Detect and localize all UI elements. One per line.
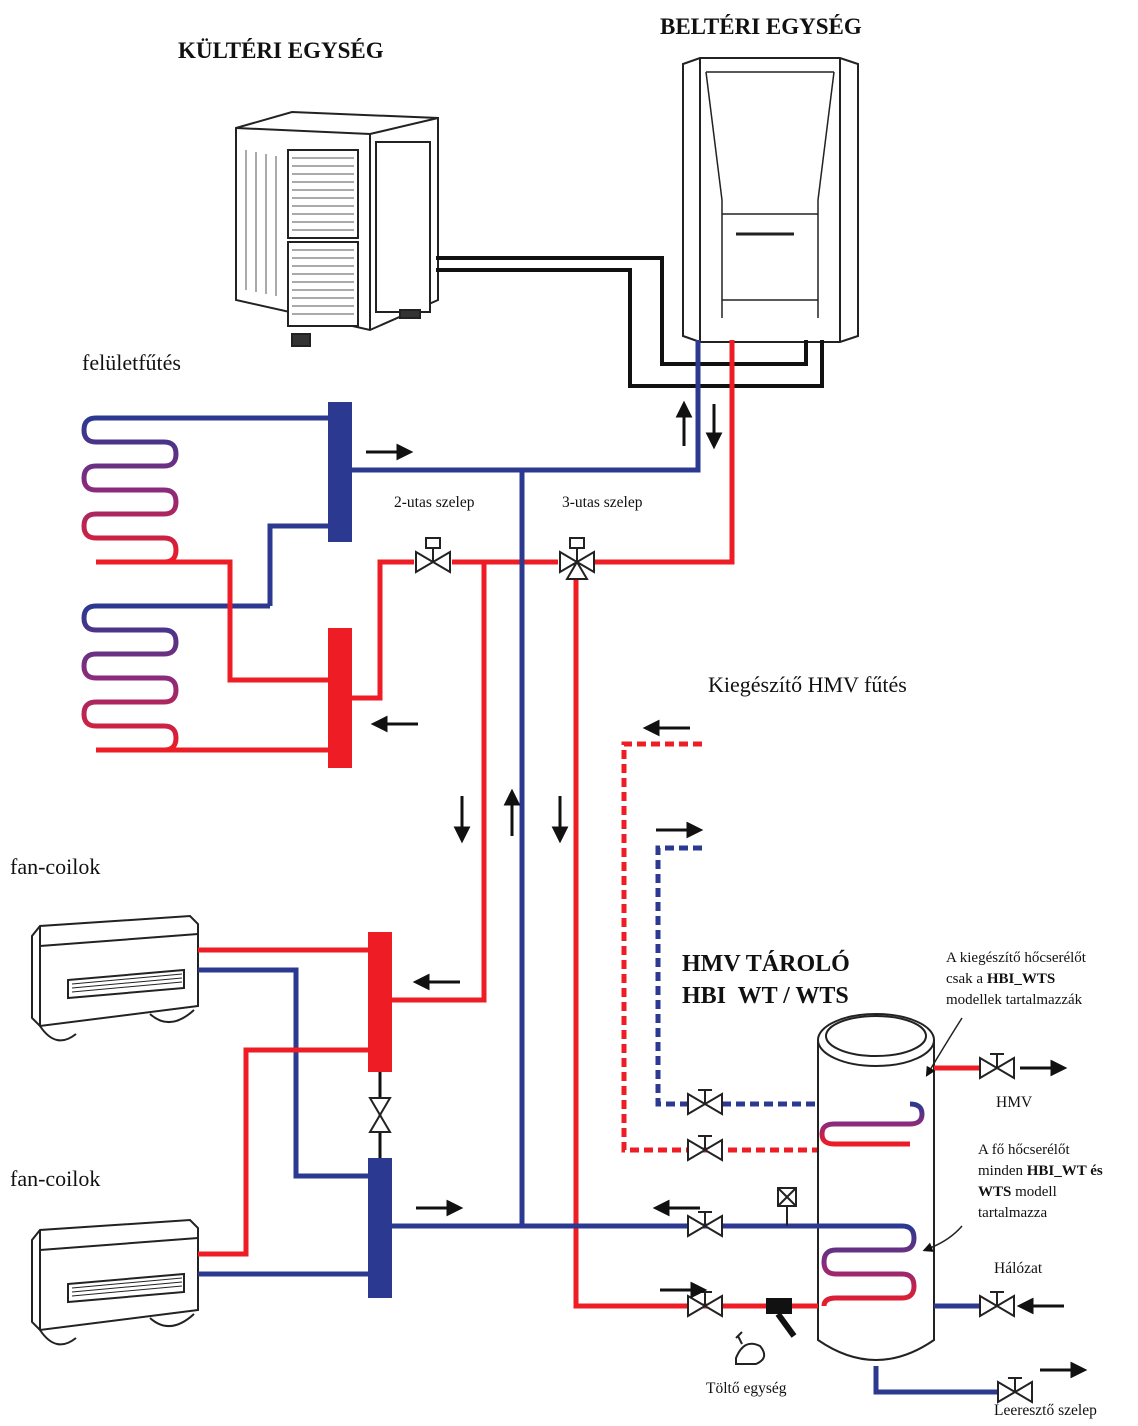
outdoor-unit-title: KÜLTÉRI EGYSÉG [178,38,384,63]
mains-label: Hálózat [994,1260,1043,1277]
dhw-tank-title-line-2: HBI WT / WTS [682,983,849,1009]
three-way-valve[interactable] [559,537,595,580]
outdoor-unit-drawing [235,110,439,347]
aux-return-valve[interactable] [687,1089,723,1116]
main-note-line-3: WTS modell [978,1182,1136,1203]
aux-exchanger-note: A kiegészítő hőcserélőt csak a HBI_WTS m… [946,948,1132,1011]
two-way-valve[interactable] [415,537,451,574]
mains-inlet-valve[interactable] [979,1291,1015,1318]
floor-heating-label: felületfűtés [82,350,181,375]
filling-unit-label: Töltő egység [706,1380,787,1397]
fan-coils-label-2: fan-coilok [10,1166,101,1191]
refrigerant-lines [436,256,824,388]
fan-coil-return-manifold [368,1158,392,1298]
aux-note-line-3: modellek tartalmazzák [946,992,1083,1008]
fan-coil-pipes [198,947,382,1277]
aux-note-line-1: A kiegészítő hőcserélőt [946,950,1086,966]
main-note-line-3b: modell [1011,1184,1057,1200]
main-note-line-4: tartalmazza [978,1205,1048,1221]
aux-note-line-2b: HBI_WTS [986,971,1056,987]
two-way-valve-label: 2-utas szelep [394,494,475,511]
fan-coil-flow-manifold [368,932,392,1072]
main-note-line-2a: minden [978,1163,1027,1179]
note-pointers [922,1017,963,1252]
floor-heating-pipes [96,467,558,753]
dhw-outlet-label: HMV [996,1094,1033,1111]
fan-coils-label-1: fan-coilok [10,854,101,879]
main-risers [392,470,690,1309]
heat-pump-connections [522,340,735,565]
main-note-line-3a: WTS [978,1184,1012,1200]
main-exchanger-note: A fő hőcserélőt minden HBI_WT és WTS mod… [978,1140,1136,1224]
dhw-tank [817,1013,935,1361]
drain-valve-symbol[interactable] [997,1377,1033,1404]
indoor-unit-title: BELTÉRI EGYSÉG [660,14,862,39]
air-vent [777,1187,797,1226]
aux-flow-valve[interactable] [687,1135,723,1162]
aux-dhw-heating-label: Kiegészítő HMV fűtés [708,672,907,697]
main-return-valve[interactable] [687,1211,723,1238]
aux-heating-dashed-lines [621,741,910,1153]
fan-coil-unit-1 [31,914,199,1042]
indoor-unit-drawing [682,57,859,343]
main-note-line-2: minden HBI_WT és [978,1161,1136,1182]
main-flow-valve[interactable] [687,1291,723,1318]
main-note-line-1: A fő hőcserélőt [978,1142,1070,1158]
main-note-line-2b: HBI_WT és [1026,1163,1103,1179]
floor-return-manifold [328,402,352,542]
fan-coil-bypass-valve[interactable] [368,1097,392,1133]
dhw-tank-title-line-1: HMV TÁROLÓ [682,951,850,977]
floor-flow-manifold [328,628,352,768]
dhw-outlet-valve[interactable] [979,1053,1015,1080]
filling-unit-symbol[interactable] [735,1298,797,1365]
three-way-valve-label: 3-utas szelep [562,494,643,511]
aux-note-line-2: csak a HBI_WTS [946,969,1132,990]
drain-valve-label: Leeresztő szelep [994,1402,1097,1419]
fan-coil-unit-2 [31,1218,199,1346]
floor-heating-coils [81,415,330,753]
aux-note-line-2a: csak a [946,971,987,987]
flow-arrows [366,400,1088,1379]
dhw-tank-title: HMV TÁROLÓ HBI WT / WTS [682,948,850,1012]
